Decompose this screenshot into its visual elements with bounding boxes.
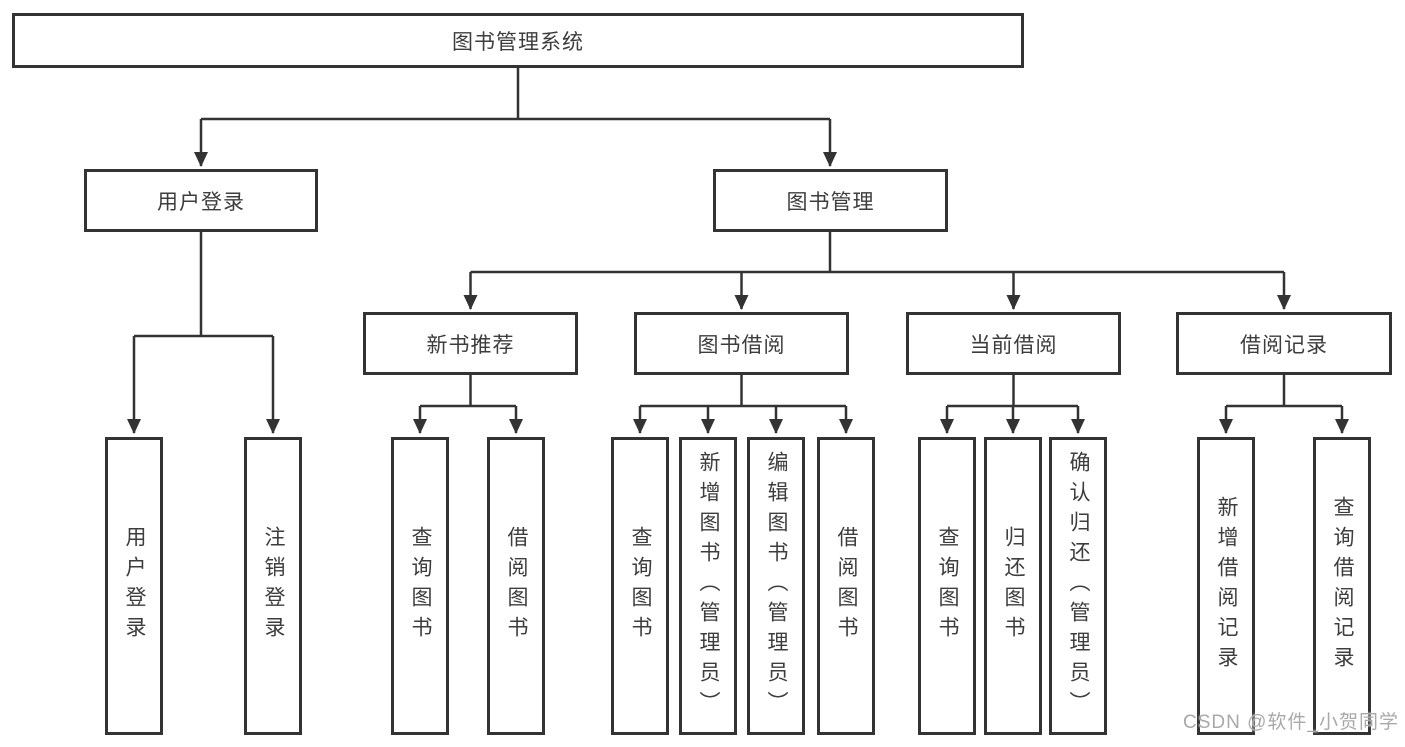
leaf-add-borrow-record: 新增借阅记录 <box>1197 437 1255 735</box>
leaf-query-books-current: 查询图书 <box>918 437 976 735</box>
leaf-edit-book-admin: 编辑图书（管理员） <box>747 437 805 735</box>
node-root-library-system: 图书管理系统 <box>12 13 1024 68</box>
node-borrow-records: 借阅记录 <box>1176 312 1392 375</box>
node-user-login: 用户登录 <box>84 169 318 232</box>
leaf-borrow-books: 借阅图书 <box>817 437 875 735</box>
node-book-borrow: 图书借阅 <box>634 312 849 375</box>
leaf-query-books-recommend: 查询图书 <box>391 437 449 735</box>
node-book-management: 图书管理 <box>713 169 948 232</box>
leaf-query-borrow-record: 查询借阅记录 <box>1313 437 1371 735</box>
leaf-return-book: 归还图书 <box>984 437 1042 735</box>
leaf-query-books-borrow: 查询图书 <box>611 437 669 735</box>
watermark: CSDN @软件_小贺同学 <box>1183 712 1399 733</box>
leaf-confirm-return-admin: 确认归还（管理员） <box>1049 437 1107 735</box>
node-current-borrow: 当前借阅 <box>906 312 1121 375</box>
leaf-add-book-admin: 新增图书（管理员） <box>679 437 737 735</box>
leaf-logout: 注销登录 <box>244 437 302 735</box>
node-new-book-recommend: 新书推荐 <box>363 312 578 375</box>
leaf-borrow-books-recommend: 借阅图书 <box>487 437 545 735</box>
leaf-user-login: 用户登录 <box>105 437 163 735</box>
